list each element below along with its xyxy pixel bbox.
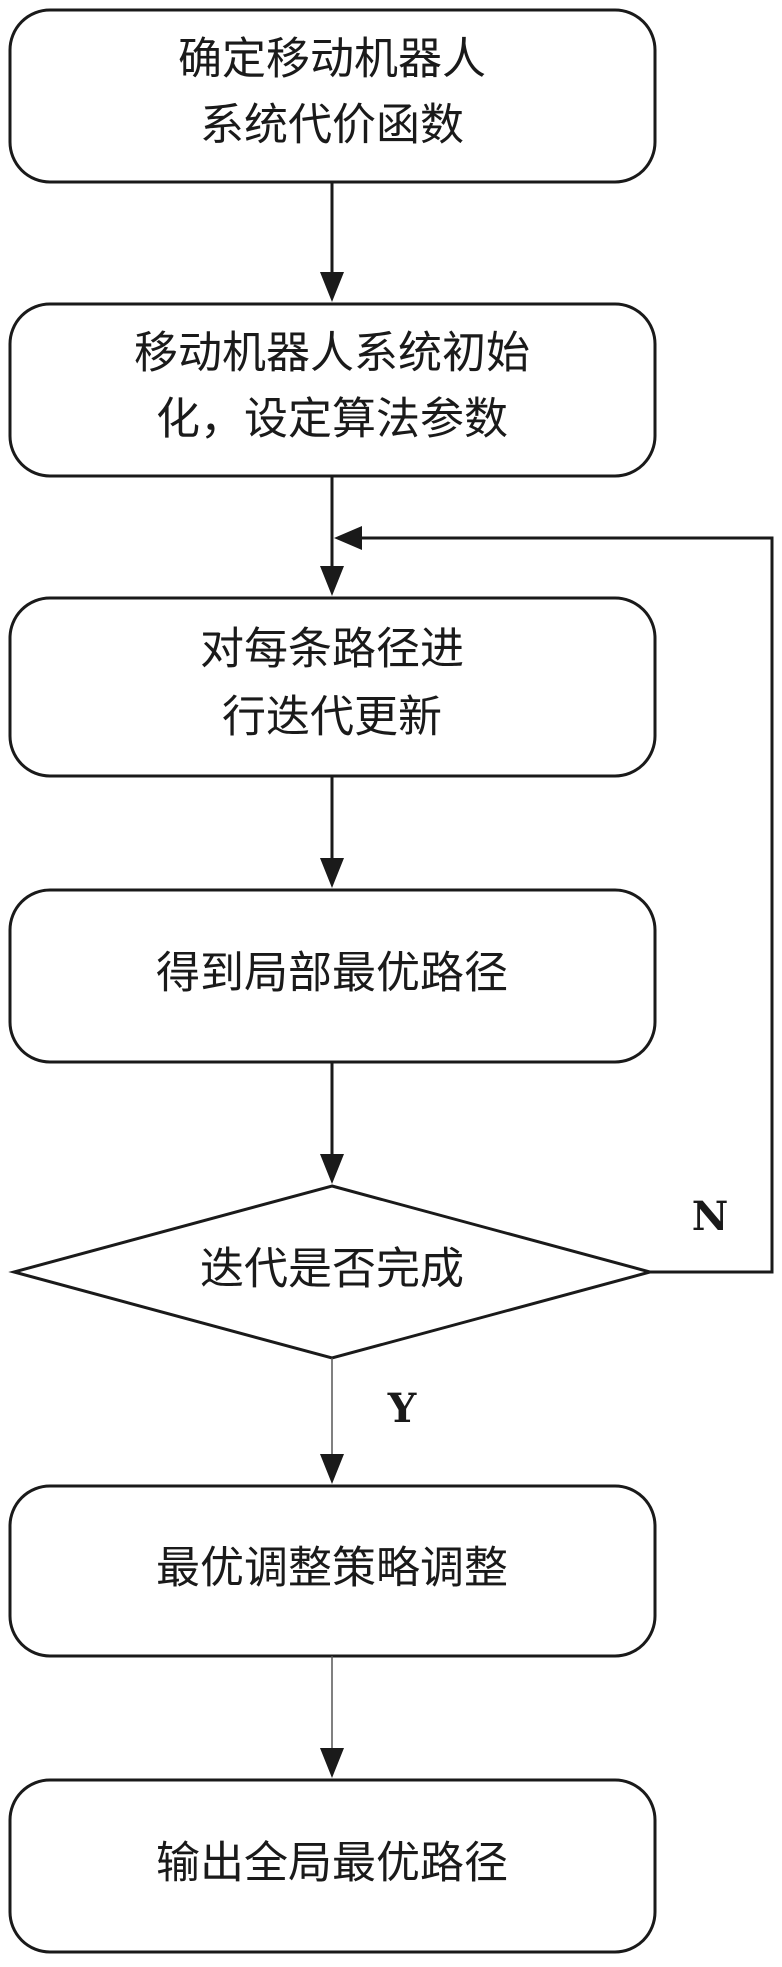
label-no: N [692,1193,729,1240]
node-init-system-line2: 化，设定算法参数 [156,394,508,445]
node-define-cost: 确定移动机器人 系统代价函数 [10,10,655,182]
node-optimal-adjust-text: 最优调整策略调整 [156,1543,508,1594]
node-define-cost-line2: 系统代价函数 [200,100,464,151]
node-optimal-adjust: 最优调整策略调整 [10,1486,655,1656]
node-init-system: 移动机器人系统初始 化，设定算法参数 [10,304,655,476]
edge-local-to-decision [320,1062,344,1184]
node-define-cost-line1: 确定移动机器人 [178,34,486,85]
node-iterate-update-line2: 行迭代更新 [222,692,442,743]
edge-adjust-to-output [320,1656,344,1778]
edge-define-to-init [320,182,344,302]
node-iterate-update: 对每条路径进 行迭代更新 [10,598,655,776]
node-iteration-done-text: 迭代是否完成 [200,1244,464,1295]
node-output-global-text: 输出全局最优路径 [156,1838,508,1889]
node-iteration-done: 迭代是否完成 [14,1186,650,1358]
node-output-global: 输出全局最优路径 [10,1780,655,1952]
label-yes: Y [387,1385,417,1432]
node-init-system-line1: 移动机器人系统初始 [134,328,530,379]
edge-decision-to-adjust-yes: Y [320,1358,417,1484]
edge-iterate-to-local [320,776,344,888]
node-local-optimal-line1: 得到局部最优路径 [156,948,508,999]
node-local-optimal: 得到局部最优路径 [10,890,655,1062]
node-iterate-update-line1: 对每条路径进 [200,624,464,675]
